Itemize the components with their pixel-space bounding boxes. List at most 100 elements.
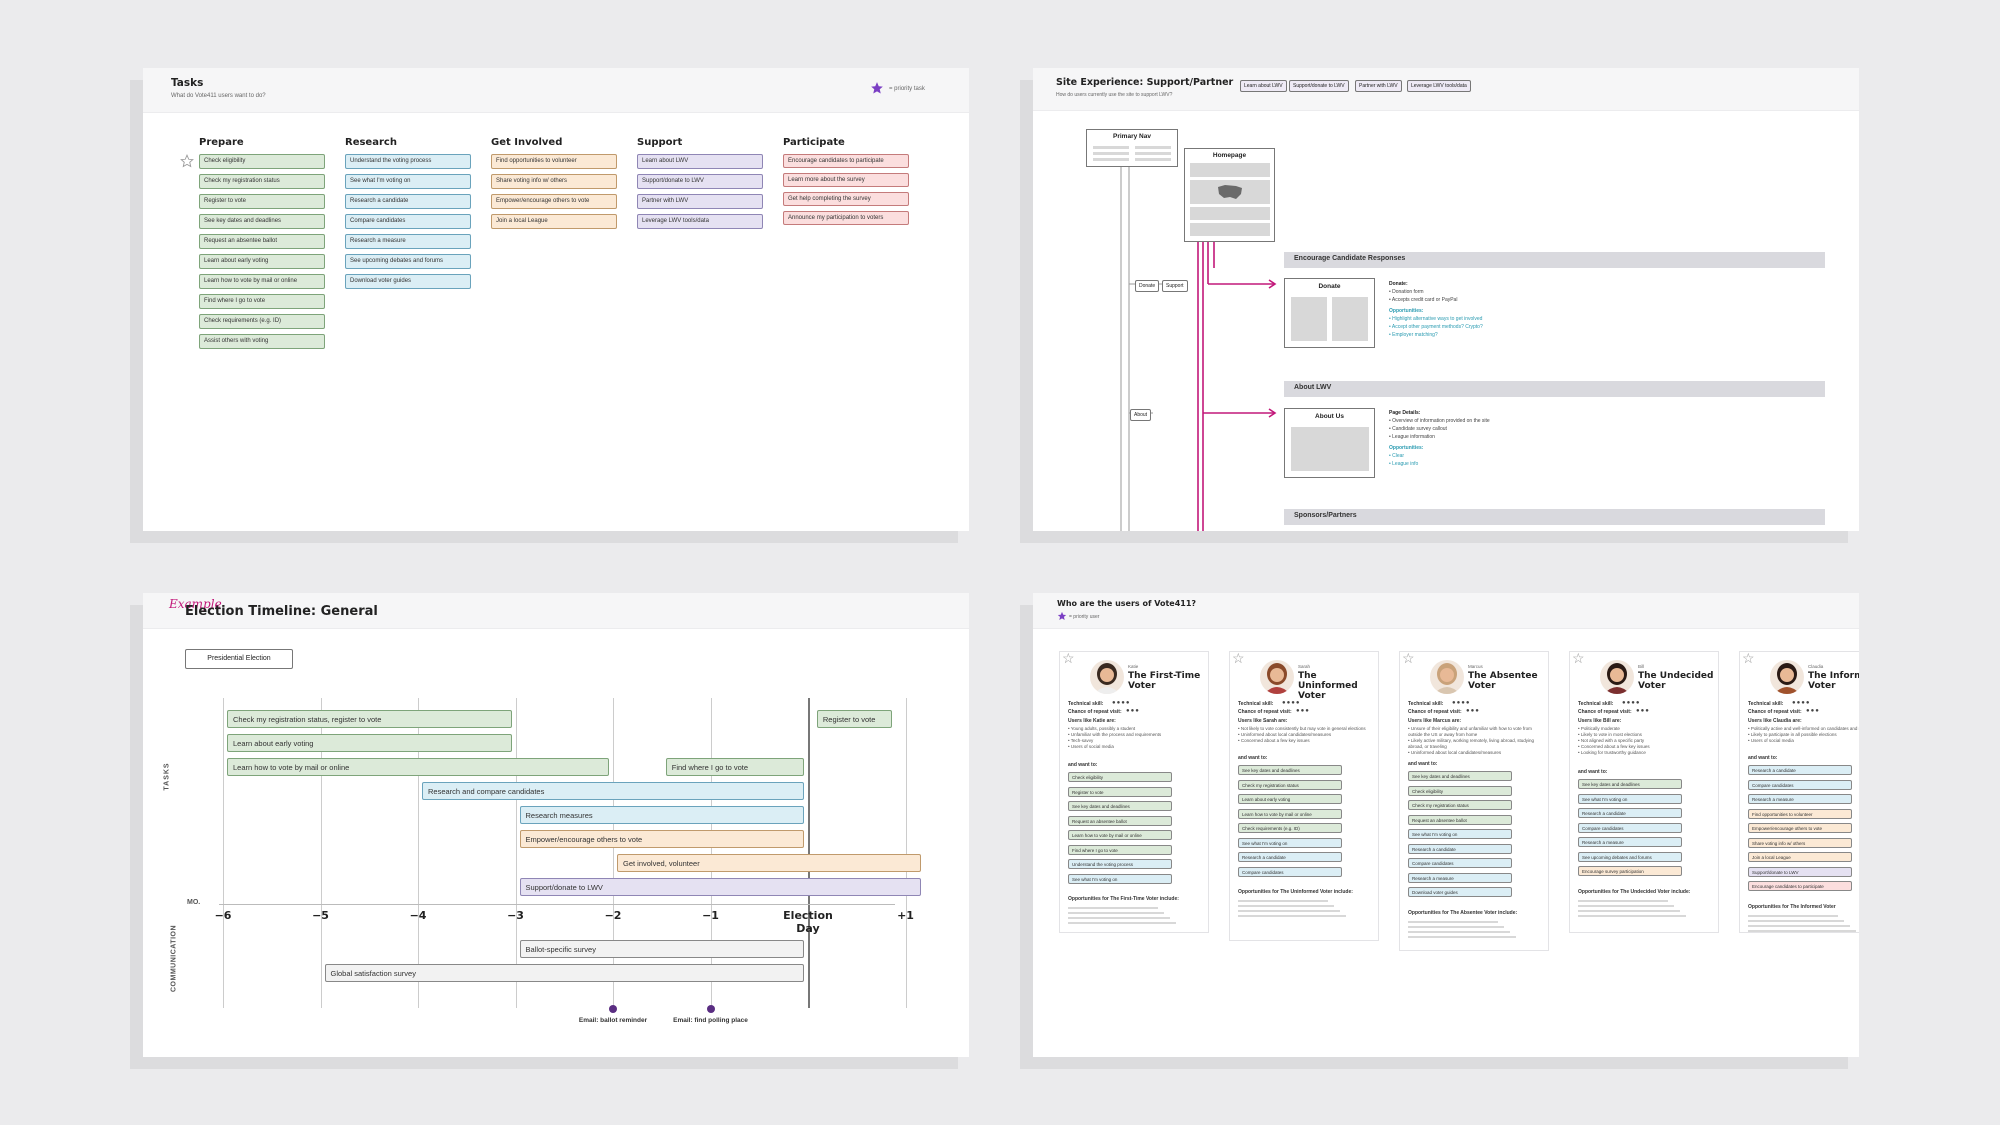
persona-task-chip[interactable]: Download voter guides xyxy=(1408,887,1512,897)
task-bar[interactable]: Learn how to vote by mail or online xyxy=(227,758,609,776)
persona-task-chip[interactable]: See what I'm voting on xyxy=(1238,837,1342,848)
persona-task-chip[interactable]: See what I'm voting on xyxy=(1408,829,1512,839)
communication-bar[interactable]: Global satisfaction survey xyxy=(324,964,804,982)
persona-task-chip[interactable]: Understand the voting process xyxy=(1068,859,1172,869)
filter-tag[interactable]: Leverage LWV tools/data xyxy=(1407,80,1471,92)
task-chip[interactable]: See what I'm voting on xyxy=(345,174,471,189)
task-chip[interactable]: Partner with LWV xyxy=(637,194,763,209)
task-chip[interactable]: Understand the voting process xyxy=(345,154,471,169)
priority-outline-star-icon[interactable]: ☆ xyxy=(1062,651,1075,666)
task-chip[interactable]: Learn more about the survey xyxy=(783,173,909,187)
task-bar[interactable]: Support/donate to LWV xyxy=(519,878,921,896)
persona-task-chip[interactable]: Empower/encourage others to vote xyxy=(1748,823,1852,833)
nav-tag-about[interactable]: About xyxy=(1130,409,1152,421)
persona-task-chip[interactable]: Request an absentee ballot xyxy=(1068,815,1172,826)
task-chip[interactable]: Compare candidates xyxy=(345,214,471,229)
persona-task-chip[interactable]: Compare candidates xyxy=(1748,779,1852,790)
nav-tag-support[interactable]: Support xyxy=(1162,280,1188,292)
task-bar[interactable]: Register to vote xyxy=(816,710,892,728)
task-bar[interactable]: Get involved, volunteer xyxy=(617,854,921,872)
priority-outline-star-icon[interactable]: ☆ xyxy=(1402,651,1415,666)
task-chip[interactable]: Find opportunities to volunteer xyxy=(491,154,617,169)
persona-task-chip[interactable]: Check requirements (e.g. ID) xyxy=(1238,823,1342,833)
persona-task-chip[interactable]: Research a candidate xyxy=(1408,843,1512,854)
task-chip[interactable]: Learn about LWV xyxy=(637,154,763,169)
task-bar[interactable]: Research measures xyxy=(519,806,804,824)
persona-task-chip[interactable]: See key dates and deadlines xyxy=(1238,765,1342,775)
task-chip[interactable]: Encourage candidates to participate xyxy=(783,154,909,168)
priority-outline-star-icon[interactable]: ☆ xyxy=(1232,651,1245,666)
election-type-dropdown[interactable]: Presidential Election xyxy=(185,649,293,669)
task-chip[interactable]: Register to vote xyxy=(199,194,325,209)
persona-task-chip[interactable]: Learn how to vote by mail or online xyxy=(1238,808,1342,819)
task-chip[interactable]: See upcoming debates and forums xyxy=(345,254,471,269)
task-chip[interactable]: Get help completing the survey xyxy=(783,192,909,206)
persona-task-chip[interactable]: Research a measure xyxy=(1578,837,1682,847)
persona-task-chip[interactable]: See key dates and deadlines xyxy=(1408,771,1512,781)
persona-task-chip[interactable]: Find where I go to vote xyxy=(1068,844,1172,855)
task-chip[interactable]: Research a measure xyxy=(345,234,471,249)
persona-task-chip[interactable]: Learn how to vote by mail or online xyxy=(1068,830,1172,840)
persona-task-chip[interactable]: See key dates and deadlines xyxy=(1578,779,1682,789)
persona-task-chip[interactable]: Find opportunities to volunteer xyxy=(1748,808,1852,819)
persona-task-chip[interactable]: Request an absentee ballot xyxy=(1408,814,1512,825)
task-chip[interactable]: Join a local League xyxy=(491,214,617,229)
persona-task-chip[interactable]: Encourage candidates to participate xyxy=(1748,881,1852,891)
persona-task-chip[interactable]: Support/donate to LWV xyxy=(1748,866,1852,877)
task-chip[interactable]: Request an absentee ballot xyxy=(199,234,325,249)
task-chip[interactable]: Share voting info w/ others xyxy=(491,174,617,189)
persona-task-chip[interactable]: Share voting info w/ others xyxy=(1748,837,1852,848)
persona-task-chip[interactable]: Research a candidate xyxy=(1578,808,1682,818)
persona-task-chip[interactable]: See what I'm voting on xyxy=(1068,873,1172,884)
persona-task-chip[interactable]: See what I'm voting on xyxy=(1578,793,1682,804)
task-chip[interactable]: Assist others with voting xyxy=(199,334,325,349)
task-chip[interactable]: Learn how to vote by mail or online xyxy=(199,274,325,289)
persona-task-chip[interactable]: Compare candidates xyxy=(1408,858,1512,868)
task-chip[interactable]: Learn about early voting xyxy=(199,254,325,269)
task-bar[interactable]: Find where I go to vote xyxy=(665,758,804,776)
task-bar[interactable]: Check my registration status, register t… xyxy=(227,710,512,728)
email-marker-dot[interactable] xyxy=(706,1005,715,1013)
timeline-board[interactable]: Example Election Timeline: General Presi… xyxy=(143,593,969,1057)
priority-outline-star-icon[interactable]: ☆ xyxy=(1572,651,1585,666)
filter-tag[interactable]: Partner with LWV xyxy=(1355,80,1402,92)
persona-task-chip[interactable]: Encourage survey participation xyxy=(1578,866,1682,876)
users-board[interactable]: Who are the users of Vote411? = priority… xyxy=(1033,593,1859,1057)
task-chip[interactable]: Leverage LWV tools/data xyxy=(637,214,763,229)
task-chip[interactable]: Announce my participation to voters xyxy=(783,211,909,225)
persona-task-chip[interactable]: Join a local League xyxy=(1748,852,1852,862)
persona-task-chip[interactable]: Research a measure xyxy=(1748,794,1852,804)
task-chip[interactable]: Support/donate to LWV xyxy=(637,174,763,189)
task-bar[interactable]: Learn about early voting xyxy=(227,734,512,752)
email-marker-dot[interactable] xyxy=(609,1005,617,1013)
site-experience-board[interactable]: Site Experience: Support/Partner How do … xyxy=(1033,68,1859,531)
persona-task-chip[interactable]: Compare candidates xyxy=(1238,866,1342,877)
persona-task-chip[interactable]: Research a candidate xyxy=(1748,765,1852,775)
filter-tag[interactable]: Support/donate to LWV xyxy=(1289,80,1349,92)
persona-task-chip[interactable]: Check my registration status xyxy=(1238,779,1342,790)
task-chip[interactable]: See key dates and deadlines xyxy=(199,214,325,229)
task-bar[interactable]: Empower/encourage others to vote xyxy=(519,830,804,848)
task-chip[interactable]: Find where I go to vote xyxy=(199,294,325,309)
persona-task-chip[interactable]: Learn about early voting xyxy=(1238,794,1342,804)
persona-task-chip[interactable]: See upcoming debates and forums xyxy=(1578,851,1682,862)
task-chip[interactable]: Empower/encourage others to vote xyxy=(491,194,617,209)
persona-task-chip[interactable]: Check my registration status xyxy=(1408,800,1512,810)
persona-task-chip[interactable]: Check eligibility xyxy=(1408,785,1512,796)
persona-task-chip[interactable]: Register to vote xyxy=(1068,786,1172,797)
persona-task-chip[interactable]: Compare candidates xyxy=(1578,822,1682,833)
task-chip[interactable]: Download voter guides xyxy=(345,274,471,289)
task-chip[interactable]: Check my registration status xyxy=(199,174,325,189)
communication-bar[interactable]: Ballot-specific survey xyxy=(519,940,804,958)
persona-task-chip[interactable]: Research a candidate xyxy=(1238,852,1342,862)
task-chip[interactable]: Check requirements (e.g. ID) xyxy=(199,314,325,329)
nav-tag-donate[interactable]: Donate xyxy=(1135,280,1160,292)
task-chip[interactable]: Research a candidate xyxy=(345,194,471,209)
persona-task-chip[interactable]: Research a measure xyxy=(1408,872,1512,883)
persona-task-chip[interactable]: See key dates and deadlines xyxy=(1068,801,1172,811)
task-bar[interactable]: Research and compare candidates xyxy=(422,782,804,800)
